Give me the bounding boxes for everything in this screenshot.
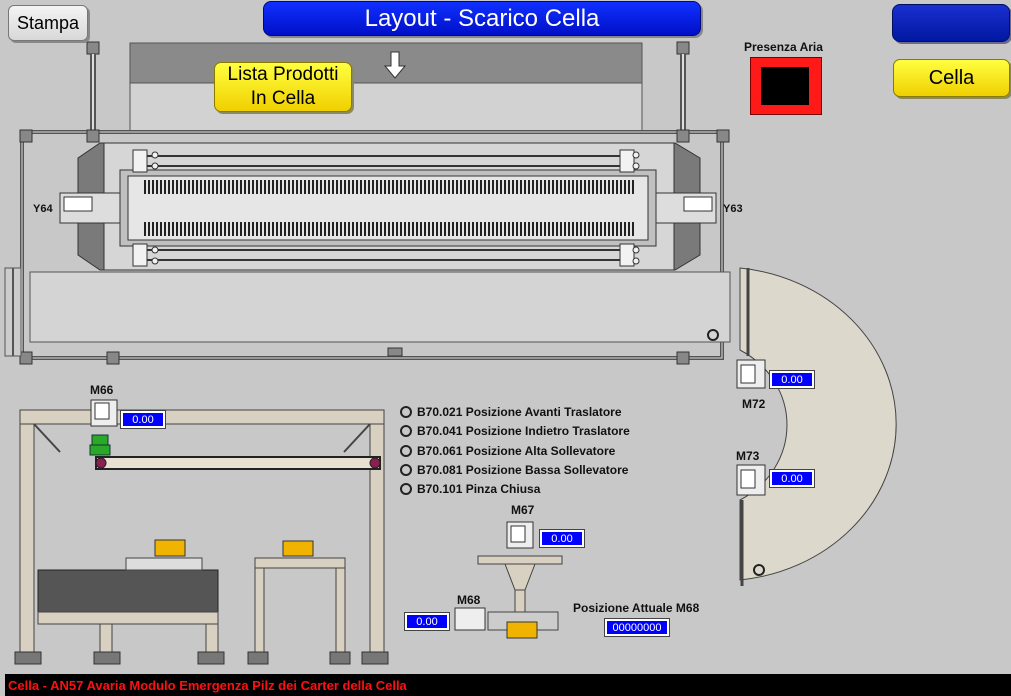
lista-prodotti-label-2: In Cella xyxy=(250,88,316,109)
sensor-b70-041: B70.041 Posizione Indietro Traslatore xyxy=(400,424,630,438)
sensor-indicator-icon xyxy=(400,483,412,495)
sensor-indicator-icon xyxy=(400,445,412,457)
sensor-b70-081: B70.081 Posizione Bassa Sollevatore xyxy=(400,463,628,477)
stampa-button[interactable]: Stampa xyxy=(8,5,88,41)
sensor-indicator-icon xyxy=(400,464,412,476)
sensor-indicator-icon xyxy=(400,425,412,437)
m67-label: M67 xyxy=(511,503,535,517)
sensor-b70-061: B70.061 Posizione Alta Sollevatore xyxy=(400,444,615,458)
cella-button[interactable]: Cella xyxy=(893,59,1010,97)
m68-label: M68 xyxy=(457,593,481,607)
sensor-label: B70.061 Posizione Alta Sollevatore xyxy=(417,444,616,458)
sensor-label: B70.101 Pinza Chiusa xyxy=(417,482,541,496)
y64-label: Y64 xyxy=(33,203,53,215)
sensor-b70-101: B70.101 Pinza Chiusa xyxy=(400,482,540,496)
presenza-aria-indicator xyxy=(750,57,822,115)
alarm-text: Cella - AN57 Avaria Modulo Emergenza Pil… xyxy=(8,677,407,693)
y63-label: Y63 xyxy=(723,203,743,215)
page-title: Layout - Scarico Cella xyxy=(263,1,701,36)
lista-prodotti-button[interactable]: Lista Prodotti In Cella xyxy=(214,62,352,112)
lista-prodotti-label-1: Lista Prodotti xyxy=(227,64,339,85)
m72-label: M72 xyxy=(742,397,766,411)
sensor-label: B70.021 Posizione Avanti Traslatore xyxy=(417,405,622,419)
m66-label: M66 xyxy=(90,383,114,397)
sensor-label: B70.081 Posizione Bassa Sollevatore xyxy=(417,463,629,477)
sensor-indicator-icon xyxy=(400,406,412,418)
m72-value: 0.00 xyxy=(769,370,815,389)
presenza-aria-label: Presenza Aria xyxy=(744,40,823,54)
posizione-m68-value: 00000000 xyxy=(604,618,670,637)
m73-label: M73 xyxy=(736,449,760,463)
sensor-b70-021: B70.021 Posizione Avanti Traslatore xyxy=(400,405,622,419)
alarm-bar: Cella - AN57 Avaria Modulo Emergenza Pil… xyxy=(5,674,1011,696)
m73-value: 0.00 xyxy=(769,469,815,488)
posizione-m68-label: Posizione Attuale M68 xyxy=(573,601,700,615)
m68-value: 0.00 xyxy=(404,612,450,631)
blank-blue-button[interactable] xyxy=(892,4,1010,42)
m66-value: 0.00 xyxy=(120,410,166,429)
sensor-label: B70.041 Posizione Indietro Traslatore xyxy=(417,424,630,438)
m67-value: 0.00 xyxy=(539,529,585,548)
